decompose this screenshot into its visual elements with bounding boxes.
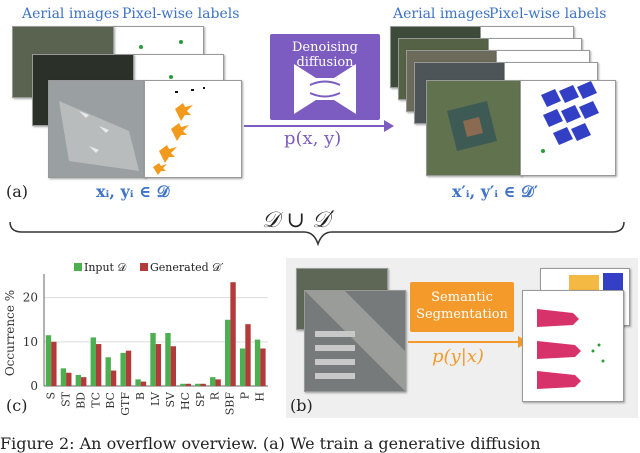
aerial-images-header: Aerial images xyxy=(22,6,120,22)
x-tick-label: B xyxy=(134,392,147,400)
bar-input xyxy=(165,333,171,386)
pixel-labels-header: Pixel-wise labels xyxy=(122,6,240,22)
panel-c-tag: (c) xyxy=(6,396,28,415)
bar-generated xyxy=(215,379,221,386)
x-tick-label: GTF xyxy=(119,392,132,416)
bar-input xyxy=(195,383,201,386)
bar-input xyxy=(60,368,67,386)
x-tick-label: SBF xyxy=(224,392,237,416)
x-tick-label: LV xyxy=(149,391,162,406)
legend-swatch xyxy=(140,263,148,271)
legend-label: Input 𝒟 xyxy=(84,261,126,274)
panel-a-tag: (a) xyxy=(6,182,29,201)
panel-b-tag: (b) xyxy=(290,396,313,415)
bar-generated xyxy=(51,341,57,386)
bar-generated xyxy=(95,344,102,386)
bar-generated xyxy=(110,370,117,386)
bar-generated xyxy=(155,344,162,386)
seg-output-front xyxy=(522,290,624,402)
bar-input xyxy=(75,374,82,386)
x-tick-label: SV xyxy=(164,391,177,408)
diffusion-box-label: Denoising diffusion xyxy=(292,40,358,70)
x-tick-label: P xyxy=(239,391,252,399)
gen-label-front xyxy=(520,80,616,176)
bar-input xyxy=(224,319,231,386)
x-tick-label: HC xyxy=(179,392,192,410)
legend-label: Generated 𝒟′ xyxy=(150,261,224,274)
segmentation-box: Semantic Segmentation xyxy=(410,282,514,332)
x-tick-label: SP xyxy=(194,391,207,407)
bar-generated xyxy=(125,350,132,386)
bar-input xyxy=(105,357,111,386)
y-tick-label: 20 xyxy=(23,291,38,305)
generated-set-label: x′ᵢ, y′ᵢ ∈ 𝒟′ xyxy=(452,182,539,201)
bar-generated xyxy=(81,377,87,386)
joint-distribution-label: p(x, y) xyxy=(284,128,342,149)
right-labels-header: Pixel-wise labels xyxy=(489,6,607,22)
figure-caption: Figure 2: An overflow overview. (a) We t… xyxy=(0,434,541,453)
y-tick-label: 0 xyxy=(30,379,38,393)
bar-input xyxy=(135,379,141,386)
legend-swatch xyxy=(74,263,82,271)
bar-input xyxy=(180,383,186,386)
gen-aerial-front xyxy=(426,80,522,176)
seg-input-front xyxy=(304,290,406,392)
bar-generated xyxy=(170,346,177,386)
bar-input xyxy=(90,337,96,386)
x-tick-label: BD xyxy=(74,392,87,409)
unet-icon xyxy=(294,64,356,114)
bar-generated xyxy=(245,324,251,386)
label-tile-front xyxy=(144,80,242,178)
bar-generated xyxy=(230,282,236,386)
bar-input xyxy=(45,335,52,386)
bar-generated xyxy=(66,372,72,386)
bar-input xyxy=(210,377,216,386)
bar-input xyxy=(239,348,246,386)
x-tick-label: H xyxy=(254,392,267,402)
y-axis-label: Occurrence % xyxy=(3,290,17,376)
bar-input xyxy=(254,339,261,386)
x-tick-label: R xyxy=(209,391,222,400)
bar-input xyxy=(120,352,126,386)
bar-generated xyxy=(200,383,206,386)
right-aerial-header: Aerial images xyxy=(393,6,491,22)
union-label: 𝒟 ∪ 𝒟′ xyxy=(262,208,335,233)
dataset-set-label: xᵢ, yᵢ ∈ 𝒟 xyxy=(96,182,170,201)
bar-generated xyxy=(140,381,147,386)
conditional-label: p(y|x) xyxy=(432,346,484,367)
x-tick-label: BC xyxy=(104,392,117,409)
bar-generated xyxy=(260,348,266,386)
x-tick-label: ST xyxy=(59,391,72,407)
x-tick-label: TC xyxy=(89,392,102,408)
y-tick-label: 10 xyxy=(23,335,38,349)
bar-input xyxy=(150,333,156,386)
union-brace-icon xyxy=(9,222,625,247)
diffusion-model-box: Denoising diffusion xyxy=(270,34,380,120)
arrow-a-right xyxy=(244,120,394,132)
aerial-tile-front xyxy=(48,80,146,178)
bar-generated xyxy=(185,383,191,386)
x-tick-label: S xyxy=(44,392,57,400)
